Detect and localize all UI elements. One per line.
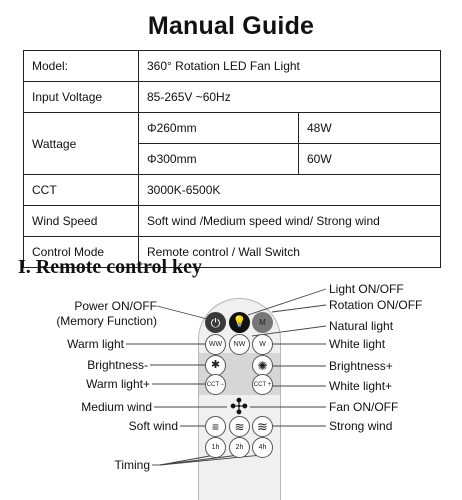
light-button[interactable]: 💡 (229, 312, 250, 333)
model-label: Model: (23, 50, 139, 82)
timer-4h-button[interactable]: 4h (252, 437, 273, 458)
control-label: Control Mode (23, 236, 139, 268)
table-row: Wattage Φ260mm 48W (23, 112, 441, 175)
rotation-button[interactable]: M (252, 312, 273, 333)
label-power: Power ON/OFF (74, 299, 157, 313)
control-value: Remote control / Wall Switch (138, 236, 441, 268)
label-natural-light: Natural light (329, 319, 394, 333)
page-title: Manual Guide (147, 12, 315, 40)
label-memory: (Memory Function) (56, 314, 157, 328)
timer-1h-button[interactable]: 1h (205, 437, 226, 458)
table-row: Φ300mm 60W (24, 143, 441, 175)
warm-light-button[interactable]: WW (205, 334, 226, 355)
wind-label: Wind Speed (23, 205, 139, 237)
warm-light-plus-button[interactable]: CCT − (205, 374, 226, 395)
wattage-size-1: Φ260mm (138, 112, 299, 144)
label-strong-wind: Strong wind (329, 419, 393, 433)
model-value: 360° Rotation LED Fan Light (138, 50, 441, 82)
label-soft-wind: Soft wind (128, 419, 178, 433)
wattage-power-1: 48W (298, 112, 441, 144)
label-warm-light: Warm light (67, 337, 124, 351)
fan-button[interactable]: ✣ (226, 394, 252, 420)
label-rotation-onoff: Rotation ON/OFF (329, 298, 423, 312)
label-white-light-plus: White light+ (329, 379, 393, 393)
wattage-label: Wattage (23, 112, 139, 175)
label-timing: Timing (114, 458, 150, 472)
label-white-light: White light (329, 337, 386, 351)
section-title: I. Remote control key (18, 256, 203, 278)
natural-light-button[interactable]: NW (229, 334, 250, 355)
table-row: Model: 360° Rotation LED Fan Light (23, 50, 441, 82)
spec-table: Model: 360° Rotation LED Fan Light Input… (23, 50, 441, 268)
brightness-plus-button[interactable]: ✺ (252, 355, 273, 376)
cct-value: 3000K-6500K (138, 174, 441, 206)
label-brightness-minus: Brightness- (87, 358, 148, 372)
wattage-power-2: 60W (298, 143, 441, 175)
label-brightness-plus: Brightness+ (329, 359, 393, 373)
sun-icon: ✺ (257, 358, 268, 373)
label-medium-wind: Medium wind (81, 400, 152, 414)
power-button[interactable]: ⏻ (205, 312, 226, 333)
cct-label: CCT (23, 174, 139, 206)
medium-wind-button[interactable]: ≋ (229, 416, 250, 437)
white-light-plus-button[interactable]: CCT + (252, 374, 273, 395)
table-row: Control Mode Remote control / Wall Switc… (23, 236, 441, 268)
strong-wind-button[interactable]: ≋ (252, 416, 273, 437)
sun-icon: ✱ (210, 359, 221, 371)
label-fan-onoff: Fan ON/OFF (329, 400, 399, 414)
brightness-minus-button[interactable]: ✱ (205, 355, 226, 376)
table-row: Wind Speed Soft wind /Medium speed wind/… (23, 205, 441, 237)
timer-2h-button[interactable]: 2h (229, 437, 250, 458)
voltage-label: Input Voltage (23, 81, 139, 113)
fan-icon: ✣ (229, 394, 249, 419)
white-light-button[interactable]: W (252, 334, 273, 355)
soft-wind-button[interactable]: ≡ (205, 416, 226, 437)
label-light-onoff: Light ON/OFF (329, 282, 404, 296)
label-warm-light-plus: Warm light+ (86, 377, 150, 391)
wind-value: Soft wind /Medium speed wind/ Strong win… (138, 205, 441, 237)
table-row: CCT 3000K-6500K (23, 174, 441, 206)
